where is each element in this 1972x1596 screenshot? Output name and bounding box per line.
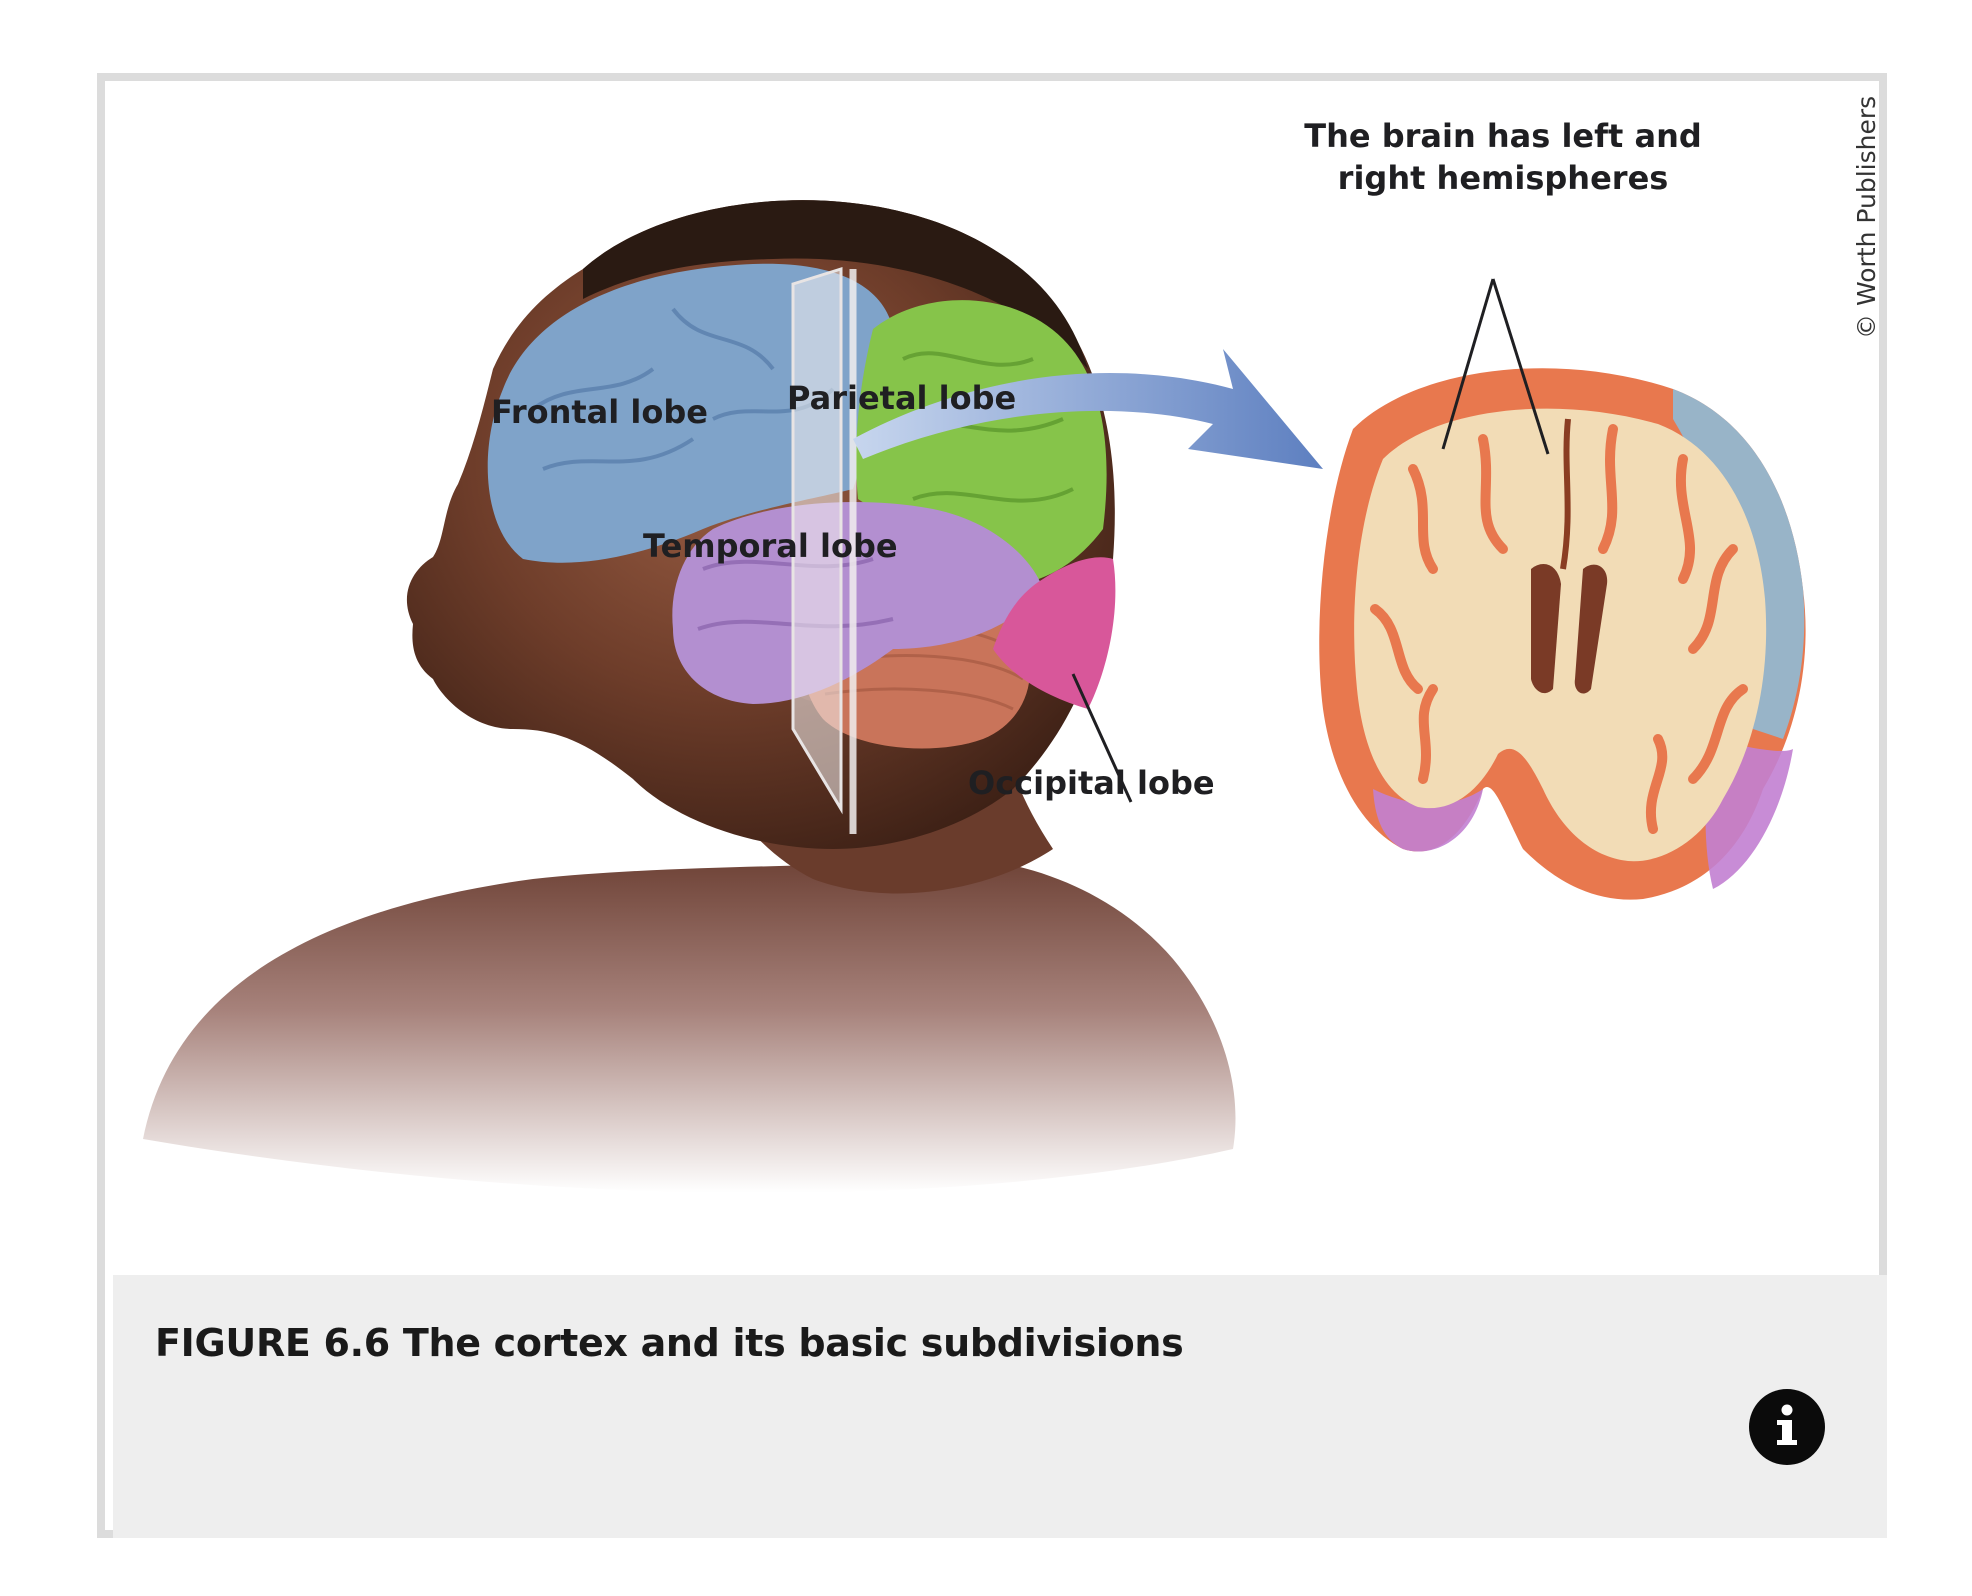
info-button[interactable] xyxy=(1749,1389,1825,1465)
arrow xyxy=(853,349,1323,469)
shoulders xyxy=(143,857,1236,1193)
figure-frame: Frontal lobe Parietal lobe Temporal lobe… xyxy=(97,73,1887,1538)
occipital-pointer xyxy=(1071,673,1133,803)
hemispheres-label-line2: right hemispheres xyxy=(1338,159,1669,197)
caption-panel: FIGURE 6.6 The cortex and its basic subd… xyxy=(113,1275,1887,1538)
frontal-lobe-label: Frontal lobe xyxy=(491,393,708,431)
hair xyxy=(583,200,1088,369)
hemispheres-label-line1: The brain has left and xyxy=(1304,117,1702,155)
hemisphere-pointers xyxy=(1441,278,1550,455)
temporal-lobe-label: Temporal lobe xyxy=(643,527,898,565)
parietal-lobe-label: Parietal lobe xyxy=(787,379,1016,417)
copyright-credit: © Worth Publishers xyxy=(1852,96,1881,339)
brain-diagram: Frontal lobe Parietal lobe Temporal lobe… xyxy=(143,96,1881,1193)
info-icon xyxy=(1777,1404,1797,1445)
coronal-section xyxy=(1319,368,1806,900)
figure-illustration: Frontal lobe Parietal lobe Temporal lobe… xyxy=(113,89,1887,1275)
occipital-lobe xyxy=(993,557,1116,709)
figure-caption: FIGURE 6.6 The cortex and its basic subd… xyxy=(155,1321,1184,1365)
temporal-lobe xyxy=(672,501,1043,704)
slice-plane xyxy=(791,266,843,815)
occipital-lobe-label: Occipital lobe xyxy=(968,764,1215,802)
